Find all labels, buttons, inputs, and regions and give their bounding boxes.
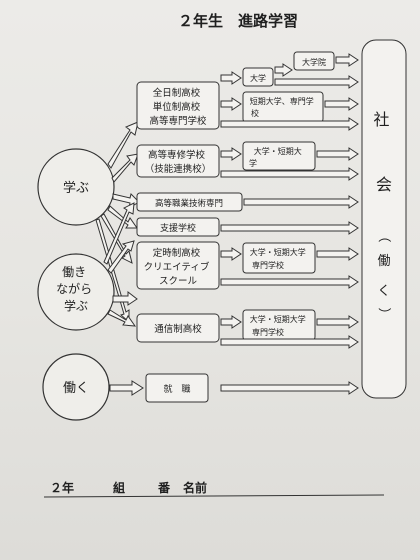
flow-arrow-6 xyxy=(324,97,359,111)
work-while-learning-label: 働き ながら 学ぶ xyxy=(56,265,96,313)
footer-class: 組 xyxy=(113,480,125,495)
university-vocational-label-2: 大学・短期大学 専門学校 xyxy=(250,314,309,337)
footer-number: 番 xyxy=(157,480,171,495)
fulltime-highschool-label: 全日制高校 単位制高校 高等専門学校 xyxy=(149,87,207,127)
flow-arrow-8 xyxy=(220,147,242,161)
vocational-highschool-label: 高等専修学校 （技能連携校） xyxy=(145,149,212,175)
society-box xyxy=(361,39,407,399)
employment-box xyxy=(145,373,209,403)
parttime-highschool-box xyxy=(136,241,220,290)
employment-label: 就 職 xyxy=(163,383,190,395)
university-vocational-label-1: 大学・短期大学 専門学校 xyxy=(250,247,309,270)
flow-arrow-7 xyxy=(220,117,359,131)
learn-circle xyxy=(37,148,115,226)
junior-college-label: 短期大学、専門学 校 xyxy=(250,96,317,118)
graduate-school-box xyxy=(293,51,335,71)
flow-arrow-12 xyxy=(220,221,359,235)
society-ku-label: く xyxy=(377,284,390,299)
flow-arrow-14 xyxy=(316,247,359,261)
flow-arrow-4 xyxy=(274,75,359,89)
flow-arrow-9 xyxy=(316,147,359,161)
flow-arrow-10 xyxy=(220,167,359,181)
society-work-label: 働 xyxy=(377,254,390,269)
footer-underline xyxy=(43,494,385,498)
flow-arrow-17 xyxy=(316,315,359,329)
parttime-highschool-label: 定時制高校 クリエイティブ スクール xyxy=(144,247,213,287)
society-paren-open: （ xyxy=(376,229,391,242)
society-label: 社 会 xyxy=(373,110,394,194)
work-label: 働く xyxy=(63,381,89,396)
flow-arrow-1 xyxy=(220,71,242,85)
flow-arrow-19 xyxy=(220,381,359,395)
university-jr-label: 大学・短期大 学 xyxy=(249,146,304,168)
support-school-box xyxy=(136,217,220,237)
flow-arrow-15 xyxy=(220,275,359,289)
correspondence-highschool-label: 通信制高校 xyxy=(154,323,202,335)
page-title: ２年生 進路学習 xyxy=(178,12,298,30)
flow-arrow-5 xyxy=(220,97,242,111)
footer-grade: ２年 xyxy=(50,480,74,495)
flow-arrow-3 xyxy=(335,53,359,67)
university-label: 大学 xyxy=(250,73,266,83)
university-box xyxy=(242,67,274,87)
learn-label: 学ぶ xyxy=(63,180,89,196)
work-while-learning-circle xyxy=(37,253,115,331)
technical-school-box xyxy=(136,192,243,212)
university-jr-box xyxy=(242,141,316,171)
flow-arrow-13 xyxy=(220,247,242,261)
fan-arrows xyxy=(95,121,144,396)
graduate-school-label: 大学院 xyxy=(302,57,326,67)
technical-school-label: 高等職業技術専門 xyxy=(155,198,223,209)
correspondence-highschool-box xyxy=(136,313,220,343)
flow-arrow-2 xyxy=(274,63,293,77)
fulltime-highschool-box xyxy=(136,81,220,130)
horizontal-arrows xyxy=(220,53,359,395)
flow-arrow-11 xyxy=(243,195,359,209)
university-vocational-box-1 xyxy=(242,242,316,274)
flow-arrow-18 xyxy=(220,335,359,349)
society-paren-close: ） xyxy=(376,307,391,320)
flow-arrow-16 xyxy=(220,315,242,329)
footer-name: 名前 xyxy=(183,480,207,495)
support-school-label: 支援学校 xyxy=(160,222,196,234)
work-circle xyxy=(42,353,110,421)
vocational-highschool-box xyxy=(136,144,220,178)
